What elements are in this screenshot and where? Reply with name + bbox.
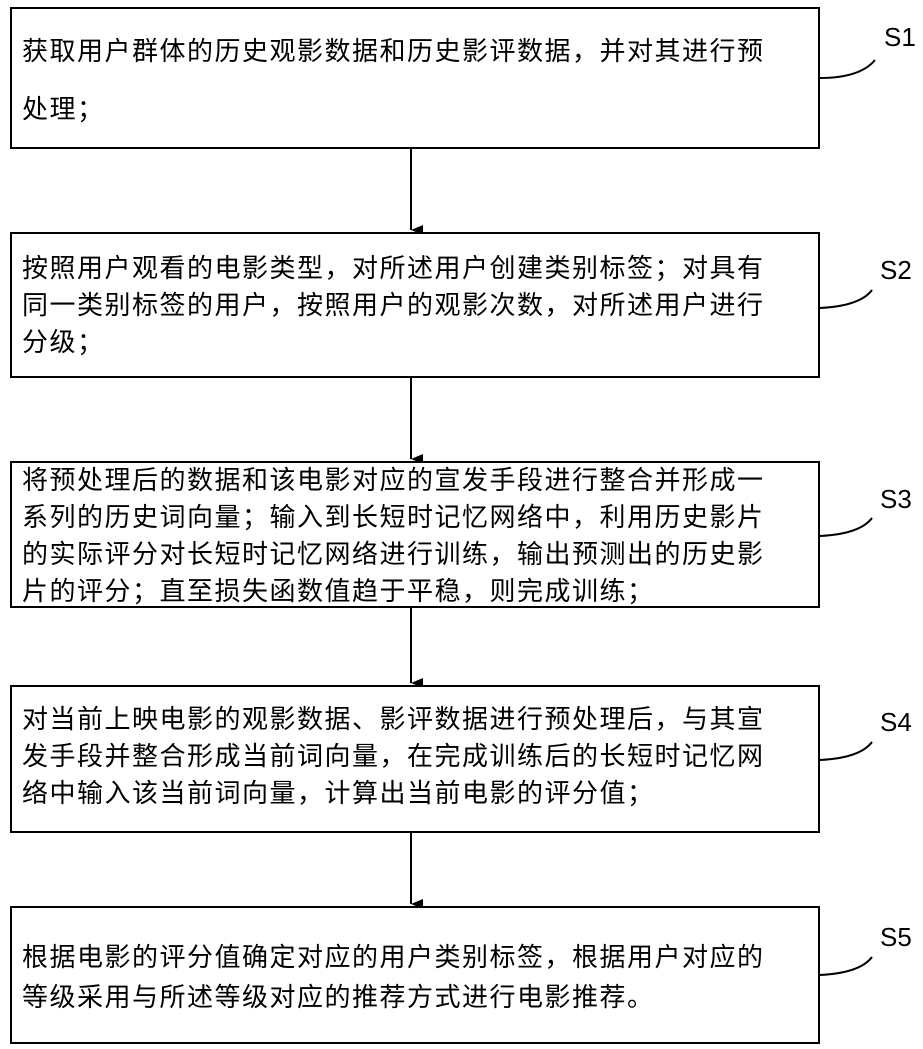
step-text-line: 将预处理后的数据和该电影对应的宣发手段进行整合并形成一 xyxy=(22,463,814,500)
leader-s1 xyxy=(820,60,875,78)
step-text-line: 发手段并整合形成当前词向量，在完成训练后的长短时记忆网 xyxy=(22,739,814,776)
leader-s4 xyxy=(820,742,872,760)
step-text-line: 系列的历史词向量；输入到长短时记忆网络中，利用历史影片 xyxy=(22,500,814,537)
step-text-line: 的实际评分对长短时记忆网络进行训练，输出预测出的历史影 xyxy=(22,537,814,574)
step-text-line: 片的评分；直至损失函数值趋于平稳，则完成训练； xyxy=(22,574,814,611)
leader-s5 xyxy=(820,957,872,975)
step-text-line: 根据电影的评分值确定对应的用户类别标签，根据用户对应的 xyxy=(22,938,814,978)
step-box-s1: 获取用户群体的历史观影数据和历史影评数据，并对其进行预 处理； xyxy=(10,7,820,149)
leader-s2 xyxy=(820,290,872,308)
step-label-s4: S4 xyxy=(880,707,912,738)
step-label-s2: S2 xyxy=(880,255,912,286)
step-text-line: 获取用户群体的历史观影数据和历史影评数据，并对其进行预 xyxy=(22,23,814,81)
step-text-line: 按照用户观看的电影类型，对所述用户创建类别标签；对具有 xyxy=(22,251,814,288)
step-text-line: 对当前上映电影的观影数据、影评数据进行预处理后，与其宣 xyxy=(22,702,814,739)
step-text-line: 处理； xyxy=(22,81,814,139)
step-text-line: 同一类别标签的用户，按照用户的观影次数，对所述用户进行 xyxy=(22,288,814,325)
step-text-line: 分级； xyxy=(22,325,814,362)
leader-s3 xyxy=(820,518,872,536)
step-label-s3: S3 xyxy=(880,484,912,515)
step-label-s5: S5 xyxy=(880,922,912,953)
step-box-s4: 对当前上映电影的观影数据、影评数据进行预处理后，与其宣 发手段并整合形成当前词向… xyxy=(10,685,820,833)
step-box-s2: 按照用户观看的电影类型，对所述用户创建类别标签；对具有 同一类别标签的用户，按照… xyxy=(10,232,820,378)
step-text-line: 络中输入该当前词向量，计算出当前电影的评分值； xyxy=(22,776,814,813)
step-text-line: 等级采用与所述等级对应的推荐方式进行电影推荐。 xyxy=(22,978,814,1018)
step-box-s3: 将预处理后的数据和该电影对应的宣发手段进行整合并形成一 系列的历史词向量；输入到… xyxy=(10,461,820,608)
step-label-s1: S1 xyxy=(884,22,916,53)
step-box-s5: 根据电影的评分值确定对应的用户类别标签，根据用户对应的 等级采用与所述等级对应的… xyxy=(10,906,820,1044)
